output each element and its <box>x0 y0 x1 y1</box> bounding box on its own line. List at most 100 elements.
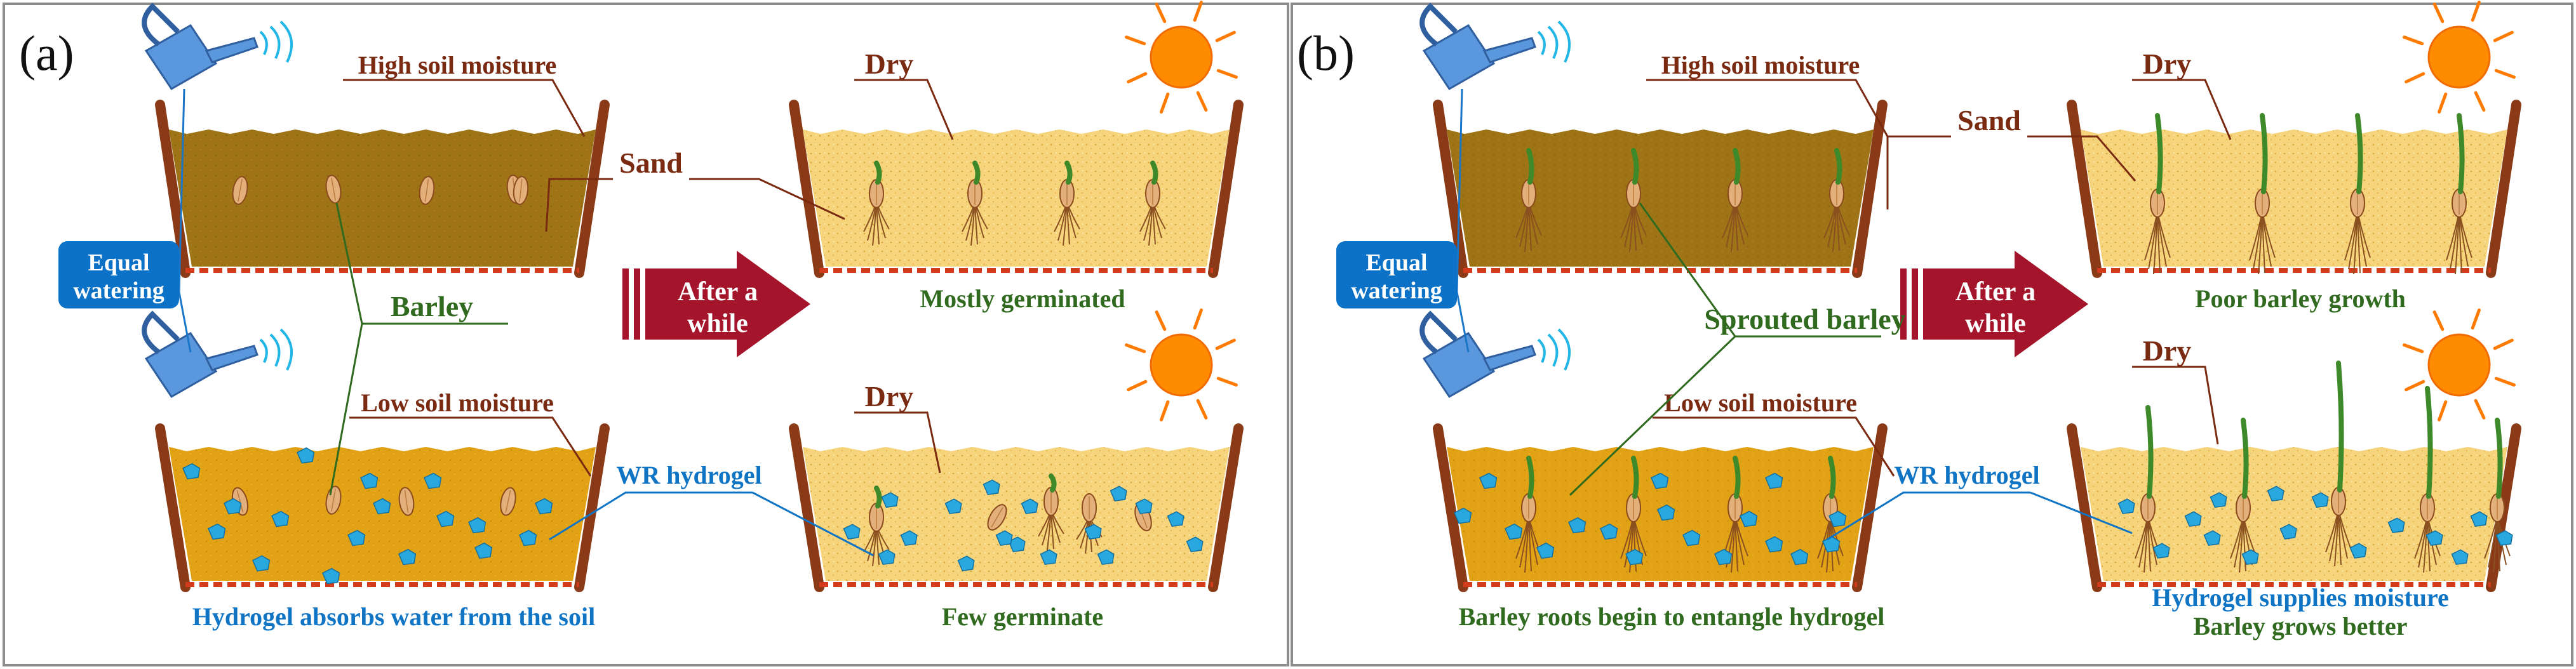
hydrogel-particle <box>2387 517 2405 534</box>
hydrogel-particle <box>436 510 455 527</box>
pot-top-right-right-wall <box>2486 100 2521 278</box>
pot-top-left-soil <box>169 129 596 267</box>
hydrogel-particle <box>2279 524 2297 540</box>
hydrogel-particle <box>360 472 379 489</box>
arrow-label-line1: After a <box>1955 277 2036 307</box>
pot-top-right-left-wall <box>2067 100 2102 278</box>
barley-seed <box>2255 189 2270 218</box>
label-barley: Barley <box>391 290 473 322</box>
pot-bottom-right-soil <box>2081 447 2507 581</box>
label-high-soil-moisture: High soil moisture <box>358 51 557 79</box>
sprouted-barley <box>863 486 890 567</box>
leader-wr-hydrogel <box>549 491 753 541</box>
panel-b-frame <box>1291 3 2573 666</box>
hydrogel-particle <box>1625 548 1644 566</box>
barley-seed <box>987 504 1007 531</box>
barley-shoot <box>1834 148 1842 185</box>
pot-bottom-right <box>789 423 1244 592</box>
caption-bottom-right-line1: Hydrogel supplies moisture <box>2152 583 2448 612</box>
leader-dry-top <box>2132 79 2232 140</box>
hydrogel-particle <box>1186 536 1204 553</box>
equal-watering-line2: watering <box>73 277 164 304</box>
hydrogel-particle <box>2117 498 2135 515</box>
pot-bottom-right-left-wall <box>789 423 824 592</box>
leader-sand-left <box>1886 135 1951 209</box>
hydrogel-particle <box>2349 543 2367 559</box>
hydrogel-particle <box>252 555 271 572</box>
hydrogel-particle <box>1657 504 1675 521</box>
pot-bottom-left-soil <box>169 447 596 581</box>
caption-bottom-left: Barley roots begin to entangle hydrogel <box>1459 602 1885 631</box>
hydrogel-particle <box>1600 523 1618 540</box>
sprouted-barley <box>1620 456 1647 573</box>
sprouted-barley <box>1038 474 1064 551</box>
hydrogel-particle <box>900 530 918 546</box>
barley-seed <box>1727 179 1743 208</box>
leader-barley-up <box>1639 202 1736 337</box>
hydrogel-particle <box>2495 530 2513 546</box>
barley-shoot <box>1631 148 1639 185</box>
label-dry-bottom: Dry <box>2143 334 2192 367</box>
label-low-soil-moisture: Low soil moisture <box>361 388 554 417</box>
label-dry-bottom: Dry <box>865 380 914 413</box>
barley-seed <box>1829 179 1844 208</box>
pot-bottom-left-right-wall <box>1852 423 1888 592</box>
watering-can-top-icon <box>1419 3 1571 90</box>
hydrogel-particle <box>2210 492 2227 508</box>
barley-shoot <box>972 161 981 185</box>
leader-dry-bottom <box>854 411 941 474</box>
sprouted-barley <box>2249 113 2276 275</box>
hydrogel-particle <box>1135 498 1153 515</box>
sprouted-barley <box>2144 113 2171 275</box>
panel-a-frame <box>3 3 1289 666</box>
sprouted-barley <box>1722 148 1748 253</box>
equal-watering-badge <box>58 241 179 308</box>
hydrogel-particle <box>208 523 226 540</box>
sprouted-barley <box>1620 148 1647 253</box>
barley-shoot <box>1526 148 1534 185</box>
sun-icon <box>2403 1 2516 114</box>
caption-bottom-right: Few germinate <box>942 602 1103 631</box>
pot-bottom-right-left-wall <box>2067 423 2102 592</box>
sprouted-barley <box>2135 405 2161 573</box>
sprouted-barley <box>1515 148 1542 253</box>
barley-shoot <box>2145 405 2154 499</box>
watering-can-bottom-icon <box>142 310 293 398</box>
sprouted-barley <box>1054 161 1080 246</box>
equal-watering-badge <box>1336 241 1457 308</box>
leader-barley-down <box>1569 335 1736 496</box>
hydrogel-particle <box>1765 536 1783 553</box>
sprouted-barley <box>2325 361 2352 567</box>
arrow-label-line1: After a <box>678 277 758 307</box>
pot-bottom-right-soil <box>803 447 1230 581</box>
barley-shoot <box>2495 418 2503 499</box>
hydrogel-particle <box>1021 498 1038 515</box>
hydrogel-particle <box>1682 529 1701 546</box>
sun-icon <box>1125 1 1238 114</box>
label-wr-hydrogel: WR hydrogel <box>616 461 761 489</box>
watering-can-bottom-icon <box>1419 310 1571 398</box>
panel-letter: (b) <box>1297 25 1355 81</box>
hydrogel-particle <box>322 567 340 585</box>
hydrogel-particle <box>2184 511 2202 527</box>
hydrogel-particle <box>957 555 975 572</box>
leader-high-soil-moisture <box>1646 79 1889 137</box>
hydrogel-particle <box>297 447 315 464</box>
barley-shoot <box>1150 161 1158 185</box>
caption-top-right: Poor barley growth <box>2195 284 2406 313</box>
barley-seed <box>2331 487 2346 516</box>
caption-bottom-right-line2: Barley grows better <box>2194 612 2408 640</box>
pot-top-right-soil <box>803 129 1230 267</box>
equal-watering-line2: watering <box>1351 277 1442 304</box>
hydrogel-particle <box>995 530 1013 546</box>
pot-top-right-right-wall <box>1208 100 1244 278</box>
hydrogel-particle <box>1008 536 1026 553</box>
barley-shoot <box>2425 386 2433 499</box>
hydrogel-particle <box>2470 511 2488 527</box>
hydrogel-particle <box>1740 510 1758 527</box>
label-wr-hydrogel: WR hydrogel <box>1894 461 2039 489</box>
leader-dry-bottom <box>2132 366 2219 445</box>
